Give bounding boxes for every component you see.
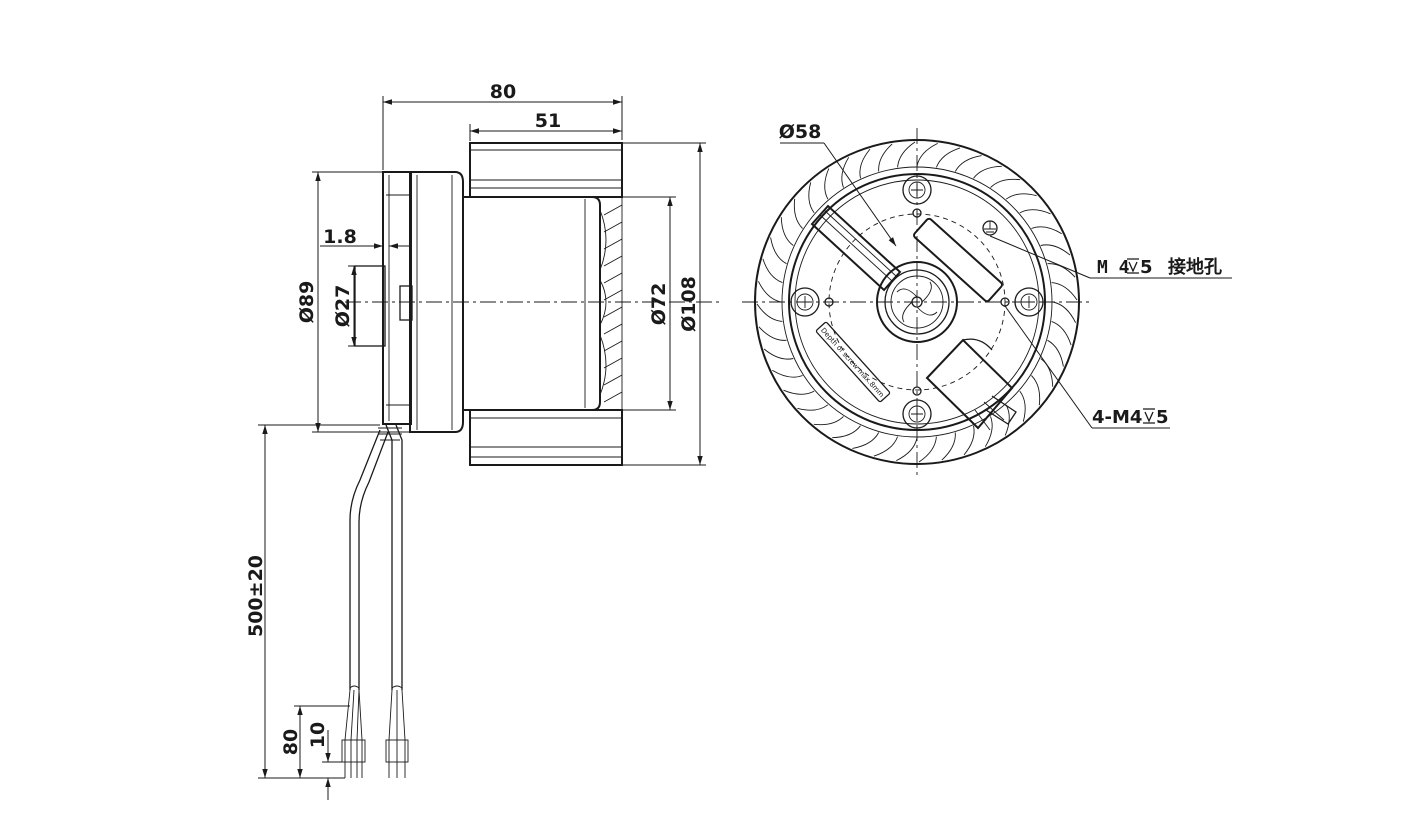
impeller-blade [762,258,783,284]
side-view: 80 51 1.8 Ø89 Ø27 Ø72 Ø108 500±20 [245,81,720,800]
impeller-blade [1051,320,1072,346]
impeller-blade [918,436,937,463]
dim-hub-diameter: Ø27 [332,285,354,328]
impeller-blade [1031,226,1062,235]
logo-plate: BLAUBERG [913,217,1003,303]
impeller-blade [897,141,916,168]
mount-screw-right [1014,287,1044,317]
impeller-blade [772,369,803,378]
ground-hole-label: 接地孔 [1168,256,1222,278]
impeller-blade [841,157,850,188]
bolt-circle [828,213,1006,391]
motor-housing [788,173,1046,431]
impeller-blade [990,178,1021,188]
impeller-blade [941,432,956,461]
dim-flange-thickness: 1.8 [323,226,357,248]
dim-overall-length: 80 [490,81,516,103]
hub-shaft [354,265,386,347]
impeller-blade [954,155,982,172]
cable-channel [810,204,902,292]
dim-cable-length: 500±20 [245,555,267,637]
impeller-blade [832,425,861,439]
impeller-blade-ring [756,141,1078,463]
dim-flange-diameter: Ø89 [296,281,318,324]
impeller-blade [935,147,961,168]
screw-depth-label: Depth of screw max.8mm [819,326,886,399]
impeller-blade [973,165,1002,179]
impeller-blade [756,303,783,322]
mounting-plate [382,171,412,425]
ground-hole-depth: 5 [1140,257,1153,278]
cable-bundle [341,424,409,778]
impeller-blade [783,389,815,395]
depth-symbol-ground [1127,258,1139,274]
impeller-blade [808,182,815,214]
impeller-blade [824,168,830,200]
dim-impeller-length: 51 [535,110,561,132]
impeller-blades [600,143,623,465]
impeller-blade [984,416,993,447]
screw-depth-plate: Depth of screw max.8mm [815,321,891,403]
dim-strip-length: 80 [280,729,302,755]
impeller-blade [1040,244,1071,256]
impeller-blade [1040,358,1054,387]
impeller-blade [852,432,880,449]
impeller-blade [878,143,893,172]
depth-symbol-mount [1143,408,1155,424]
mount-holes-thread: 4-M4 [1092,407,1142,428]
impeller-blade [813,416,844,426]
impeller-outer-ring [754,139,1080,465]
flange-body [409,171,464,433]
impeller-blade [1047,339,1064,367]
impeller-blade [770,237,787,265]
hub-outer [876,261,958,343]
impeller-blade [797,404,829,411]
impeller-blade [793,198,803,229]
impeller-blade [780,217,794,246]
mount-screw-left [790,287,820,317]
impeller-blade [916,142,938,167]
impeller-blade [1051,282,1078,301]
dim-conductor-strip: 10 [307,722,329,748]
impeller-blade [763,348,794,360]
impeller-blade [758,326,787,341]
impeller-blade [1019,390,1026,422]
impeller-top [469,142,623,198]
mount-holes-depth: 5 [1156,407,1169,428]
cable-exit-boss [925,338,1017,431]
dim-impeller-diameter: Ø108 [678,276,700,332]
impeller-blade [896,437,918,462]
impeller-blade [1004,404,1010,436]
ground-hole-thread: M 4 [1097,257,1130,278]
impeller-blade [963,425,975,456]
mount-screw-top [902,175,932,205]
impeller-blade [859,148,871,179]
brand-logo: BLAUBERG [926,231,989,290]
ground-symbol [982,220,998,236]
impeller-blade [757,281,782,303]
impeller-blade [1031,375,1041,406]
mount-screw-bottom [902,399,932,429]
impeller-blade [873,436,899,457]
dim-bolt-circle: Ø58 [779,121,822,143]
impeller-blade [1019,209,1051,215]
motor-body [462,196,601,411]
front-view: BLAUBERG Depth of screw max.8mm Ø58 M 4 … [742,121,1232,478]
dim-motor-diameter: Ø72 [648,283,670,326]
impeller-blade [1052,301,1077,323]
impeller-blade [1005,193,1037,200]
